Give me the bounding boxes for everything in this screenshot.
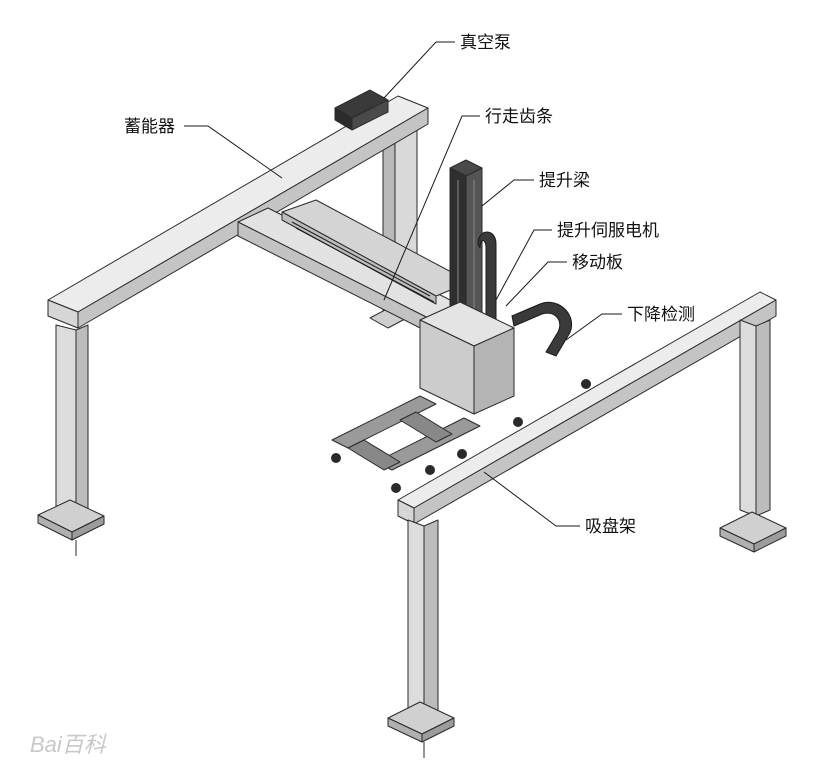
label-lift-beam: 提升梁 — [539, 171, 590, 191]
label-moving-plate: 移动板 — [572, 253, 623, 273]
cross-carriage-rail — [237, 199, 471, 339]
vacuum-pump — [334, 89, 389, 131]
label-accumulator: 蓄能器 — [124, 117, 175, 137]
front-left-post — [37, 324, 105, 556]
label-descent-detection: 下降检测 — [627, 305, 695, 325]
front-post — [387, 519, 455, 758]
horizontal-cable-chain — [511, 301, 573, 357]
label-suction-cup-frame: 吸盘架 — [585, 517, 636, 537]
leader-lines — [184, 41, 622, 527]
moving-plate-block — [419, 301, 515, 415]
right-gantry-beam — [397, 291, 777, 525]
suction-cup-frame — [331, 379, 591, 493]
right-rear-post — [719, 319, 787, 553]
watermark: Bai百科 — [30, 732, 108, 757]
label-travel-rack: 行走齿条 — [485, 107, 553, 127]
label-lift-servo-motor: 提升伺服电机 — [557, 221, 659, 241]
label-vacuum-pump: 真空泵 — [460, 33, 511, 53]
